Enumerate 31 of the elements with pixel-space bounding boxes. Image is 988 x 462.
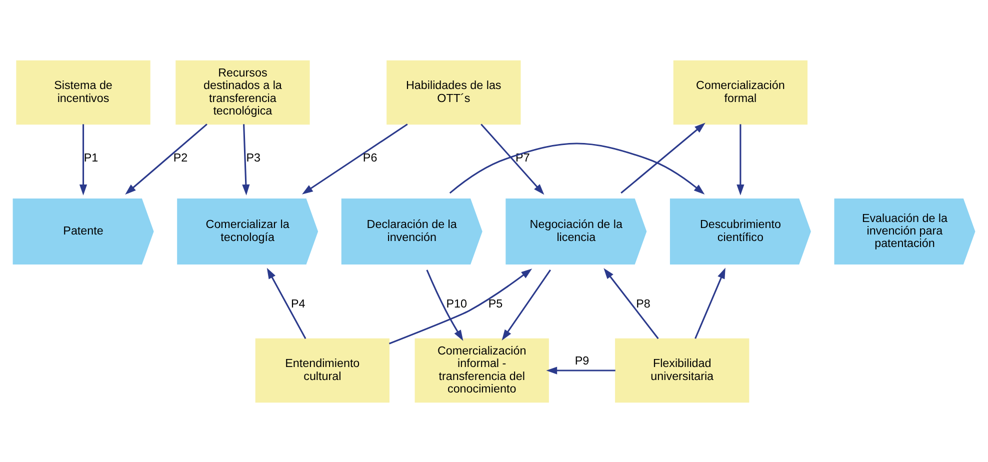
arrow <box>242 124 250 195</box>
arrow <box>502 268 552 340</box>
node-box: Recursos destinados a la transferencia tecnológica <box>176 60 310 124</box>
edge-label: P1 <box>84 151 98 164</box>
arrow <box>546 366 616 374</box>
arrow <box>426 269 464 340</box>
arrow <box>388 268 532 344</box>
edge-label: P10 <box>446 296 467 310</box>
node-box: Sistema de incentivos <box>16 60 150 124</box>
edge-label: P8 <box>636 296 650 310</box>
edge-label: P6 <box>362 151 378 164</box>
node-box: Entendimiento cultural <box>255 338 390 402</box>
node-box: Flexibilidad universitaria <box>615 338 750 402</box>
node-box: Habilidades de las OTT´s <box>386 60 521 124</box>
arrow <box>449 142 705 194</box>
arrow <box>694 267 726 338</box>
edge-label: P3 <box>246 151 261 164</box>
arrow <box>302 123 408 194</box>
node-box: Comercialización informal - transferencia del conocimiento <box>414 338 549 402</box>
arrow <box>480 123 544 194</box>
edge-label: P9 <box>574 354 590 367</box>
edge-label: P4 <box>290 296 306 310</box>
edge-label: P2 <box>173 151 188 164</box>
arrow <box>79 124 88 195</box>
arrow <box>736 124 744 195</box>
arrow <box>125 123 208 194</box>
node-box: Comercialización formal <box>673 60 808 124</box>
arrow <box>620 122 706 194</box>
arrow <box>266 267 306 338</box>
edge-label: P5 <box>488 296 503 310</box>
arrow <box>604 268 659 339</box>
